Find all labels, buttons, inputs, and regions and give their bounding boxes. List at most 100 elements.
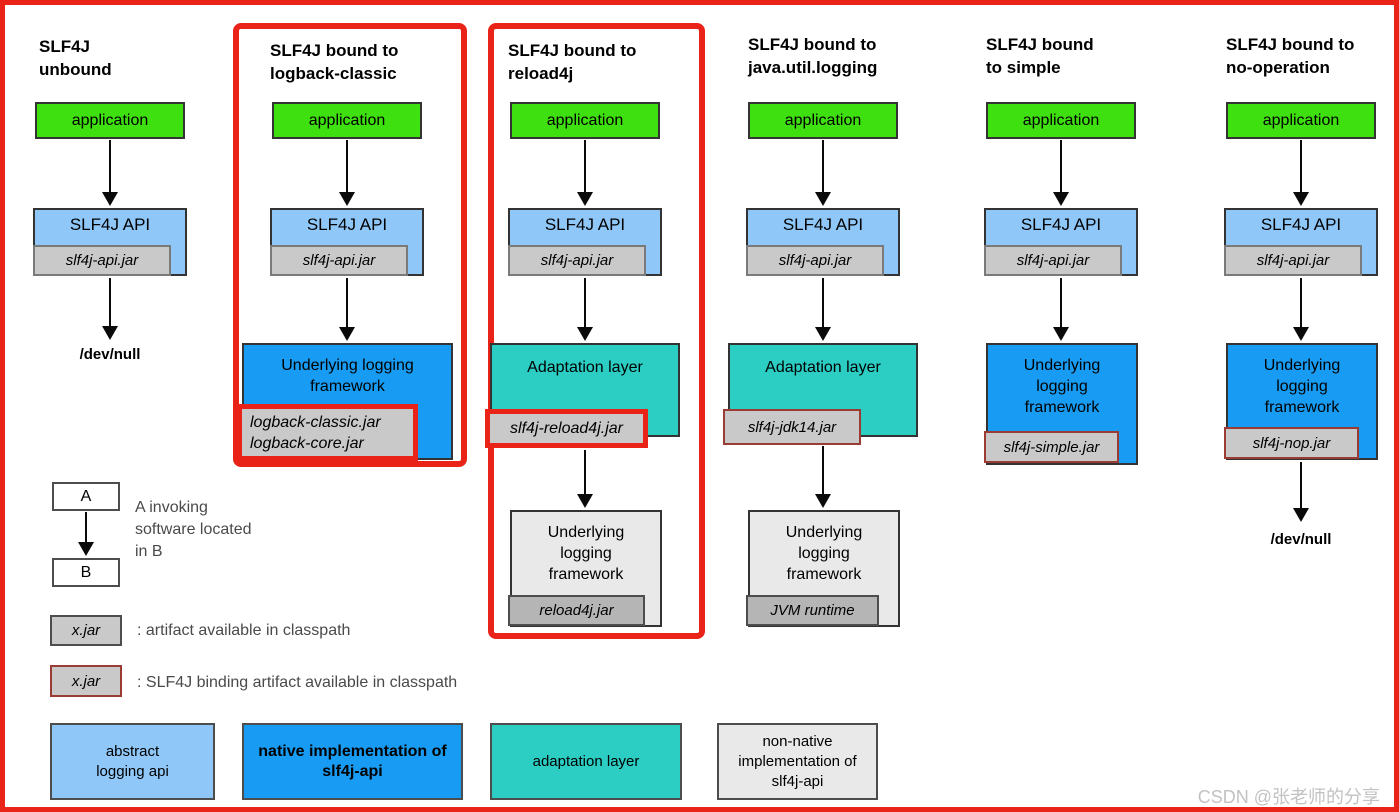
arrow-head xyxy=(577,192,593,206)
title-line: SLF4J xyxy=(39,37,91,56)
flow-arrow xyxy=(577,140,593,206)
flow-arrow xyxy=(1053,278,1069,341)
binding-jar-box: slf4j-reload4j.jar xyxy=(485,409,648,448)
arrow-shaft xyxy=(346,140,348,192)
flow-arrow xyxy=(815,278,831,341)
legend-box-a: A xyxy=(52,482,120,511)
application-box: application xyxy=(272,102,422,139)
dev-null-label: /dev/null xyxy=(79,346,141,363)
arrow-head xyxy=(577,494,593,508)
application-box: application xyxy=(986,102,1136,139)
slf4j-api-label: SLF4J API xyxy=(69,215,151,234)
legend-box-b: B xyxy=(52,558,120,587)
arrow-head xyxy=(1293,192,1309,206)
flow-arrow xyxy=(1293,278,1309,341)
dev-null-label: /dev/null xyxy=(1270,531,1332,548)
arrow-shaft xyxy=(584,278,586,327)
legend-text-line: software located xyxy=(135,521,252,538)
legend-type-nonnative-impl: non-native implementation of slf4j-api xyxy=(717,723,878,800)
arrow-shaft xyxy=(109,140,111,192)
legend-type-abstract-api: abstract logging api xyxy=(50,723,215,800)
slf4j-api-box: SLF4J API slf4j-api.jar xyxy=(270,208,424,276)
flow-arrow xyxy=(102,278,118,340)
slf4j-api-label: SLF4J API xyxy=(782,215,864,234)
legend-type-label: non-native implementation of slf4j-api xyxy=(738,732,857,790)
api-jar-box: slf4j-api.jar xyxy=(33,245,171,276)
flow-arrow xyxy=(577,450,593,508)
legend-binding-jar-box: x.jar xyxy=(50,665,122,697)
csdn-watermark: CSDN @张老师的分享 xyxy=(1197,787,1380,807)
title-line: SLF4J bound to xyxy=(508,41,637,60)
title-line: SLF4J bound to xyxy=(270,41,399,60)
arrow-shaft xyxy=(1060,140,1062,192)
arrow-shaft xyxy=(822,446,824,494)
api-jar-box: slf4j-api.jar xyxy=(508,245,646,276)
column-title: SLF4J bound to reload4j xyxy=(508,39,636,85)
arrow-head xyxy=(102,192,118,206)
api-jar-box: slf4j-api.jar xyxy=(1224,245,1362,276)
legend-text-line: A invoking xyxy=(135,499,208,516)
arrow-head xyxy=(78,542,94,556)
api-jar-box: slf4j-api.jar xyxy=(984,245,1122,276)
flow-arrow xyxy=(1053,140,1069,206)
title-line: SLF4J bound xyxy=(986,35,1094,54)
title-line: SLF4J bound to xyxy=(1226,35,1355,54)
highlight-frame-reload4j xyxy=(488,23,705,639)
slf4j-api-box: SLF4J API slf4j-api.jar xyxy=(984,208,1138,276)
slf4j-api-box: SLF4J API slf4j-api.jar xyxy=(33,208,187,276)
arrow-shaft xyxy=(346,278,348,327)
legend-type-native-impl: native implementation of slf4j-api xyxy=(242,723,463,800)
binding-jar-box: slf4j-simple.jar xyxy=(984,431,1119,463)
arrow-head xyxy=(1293,327,1309,341)
slf4j-api-label: SLF4J API xyxy=(1260,215,1342,234)
flow-arrow xyxy=(1293,140,1309,206)
flow-arrow xyxy=(577,278,593,341)
jar-name: logback-classic.jar xyxy=(250,413,381,431)
framework-label: Underlying logging framework xyxy=(281,357,414,395)
arrow-head xyxy=(1053,192,1069,206)
flow-arrow xyxy=(339,278,355,341)
framework-label: Underlying logging framework xyxy=(1023,357,1101,416)
title-line: SLF4J bound to xyxy=(748,35,877,54)
flow-arrow xyxy=(102,140,118,206)
slf4j-api-label: SLF4J API xyxy=(544,215,626,234)
slf4j-api-box: SLF4J API slf4j-api.jar xyxy=(508,208,662,276)
arrow-head xyxy=(1293,508,1309,522)
column-title: SLF4J bound to simple xyxy=(986,33,1094,79)
arrow-head xyxy=(815,494,831,508)
jar-name: logback-core.jar xyxy=(250,434,364,452)
title-line: no-operation xyxy=(1226,58,1330,77)
slf4j-api-box: SLF4J API slf4j-api.jar xyxy=(1224,208,1378,276)
legend-jar-box: x.jar xyxy=(50,615,122,646)
column-title: SLF4J bound to logback-classic xyxy=(270,39,398,85)
slf4j-api-label: SLF4J API xyxy=(1020,215,1102,234)
arrow-head xyxy=(577,327,593,341)
legend-text-line: in B xyxy=(135,543,163,560)
column-title: SLF4J unbound xyxy=(39,35,112,81)
arrow-shaft xyxy=(822,278,824,327)
application-box: application xyxy=(1226,102,1376,139)
legend-artifact-text: : artifact available in classpath xyxy=(137,622,351,639)
framework-jar-box: JVM runtime xyxy=(746,595,879,626)
binding-jar-box: logback-classic.jar logback-core.jar xyxy=(237,404,418,461)
highlight-frame-logback xyxy=(233,23,467,467)
arrow-shaft xyxy=(822,140,824,192)
adaptation-label: Adaptation layer xyxy=(527,359,643,376)
framework-label: Underlying logging framework xyxy=(785,524,863,583)
title-line: reload4j xyxy=(508,64,574,83)
legend-type-label: native implementation of slf4j-api xyxy=(258,742,447,780)
flow-arrow xyxy=(815,140,831,206)
arrow-shaft xyxy=(85,512,87,542)
arrow-shaft xyxy=(584,140,586,192)
arrow-head xyxy=(102,326,118,340)
legend-type-label: abstract logging api xyxy=(96,742,169,780)
arrow-shaft xyxy=(109,278,111,326)
application-box: application xyxy=(748,102,898,139)
arrow-shaft xyxy=(1060,278,1062,327)
arrow-shaft xyxy=(1300,140,1302,192)
framework-label: Underlying logging framework xyxy=(1263,357,1341,416)
flow-arrow xyxy=(815,446,831,508)
arrow-shaft xyxy=(1300,278,1302,327)
legend-type-label: adaptation layer xyxy=(532,752,640,770)
